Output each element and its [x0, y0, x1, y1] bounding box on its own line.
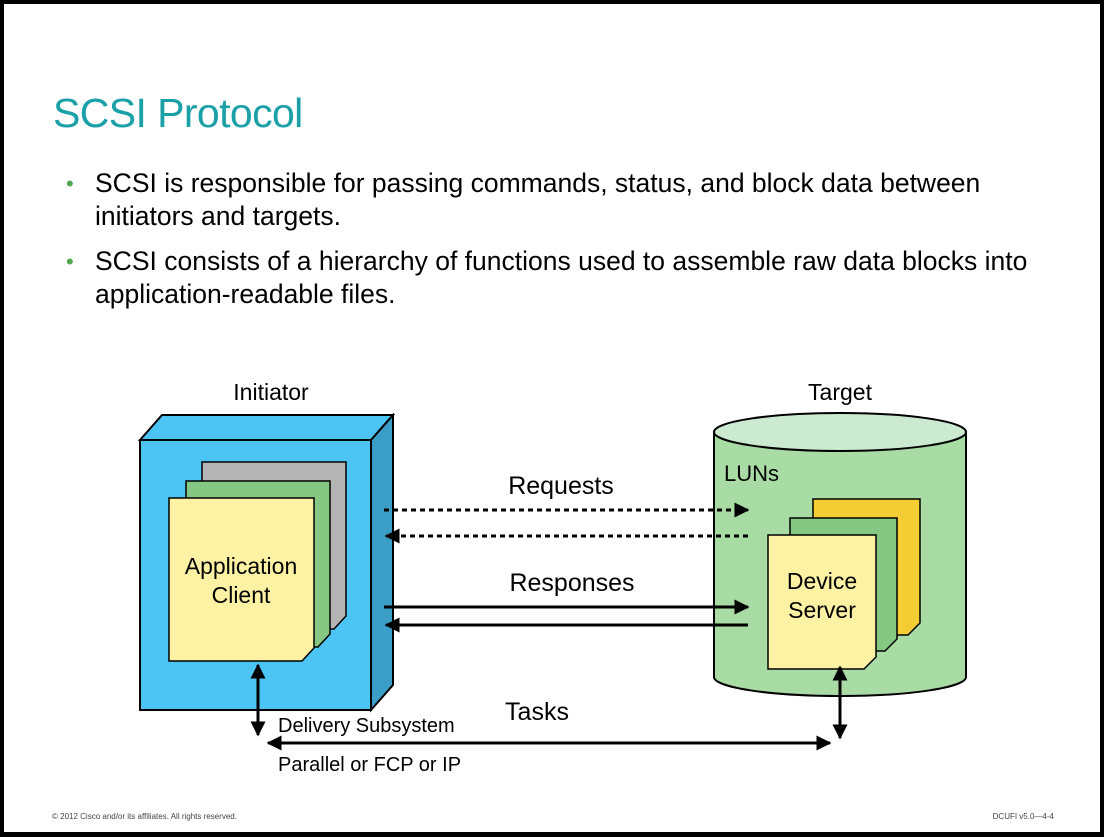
bullet-dot-icon: •: [66, 249, 74, 274]
requests-label: Requests: [508, 472, 614, 500]
tasks-label: Tasks: [505, 698, 569, 726]
bullet-item: • SCSI consists of a hierarchy of functi…: [66, 245, 1056, 311]
copyright-footer: © 2012 Cisco and/or its affiliates. All …: [52, 812, 237, 821]
device-server-line2: Server: [788, 597, 856, 623]
application-client-line1: Application: [185, 553, 298, 579]
bullet-item: • SCSI is responsible for passing comman…: [66, 167, 1056, 233]
delivery-subsystem-label: Delivery Subsystem: [278, 715, 455, 737]
device-server-line1: Device: [787, 568, 857, 594]
bullet-text: SCSI is responsible for passing commands…: [95, 168, 981, 231]
transport-label: Parallel or FCP or IP: [278, 754, 461, 776]
initiator-label: Initiator: [233, 379, 309, 405]
bullet-dot-icon: •: [66, 171, 74, 196]
application-client-pages: [168, 461, 347, 662]
application-client-line2: Client: [212, 582, 271, 608]
slide-title: SCSI Protocol: [53, 90, 303, 136]
luns-label: LUNs: [724, 461, 779, 486]
target-label: Target: [808, 379, 873, 405]
device-server-pages: [767, 498, 921, 670]
course-code-footer: DCUFI v5.0—4-4: [992, 812, 1054, 821]
responses-label: Responses: [509, 569, 634, 597]
scsi-diagram: Initiator Target Application Client LUNs: [137, 379, 967, 776]
bullet-text: SCSI consists of a hierarchy of function…: [95, 246, 1028, 309]
bullet-list: • SCSI is responsible for passing comman…: [66, 167, 1056, 323]
